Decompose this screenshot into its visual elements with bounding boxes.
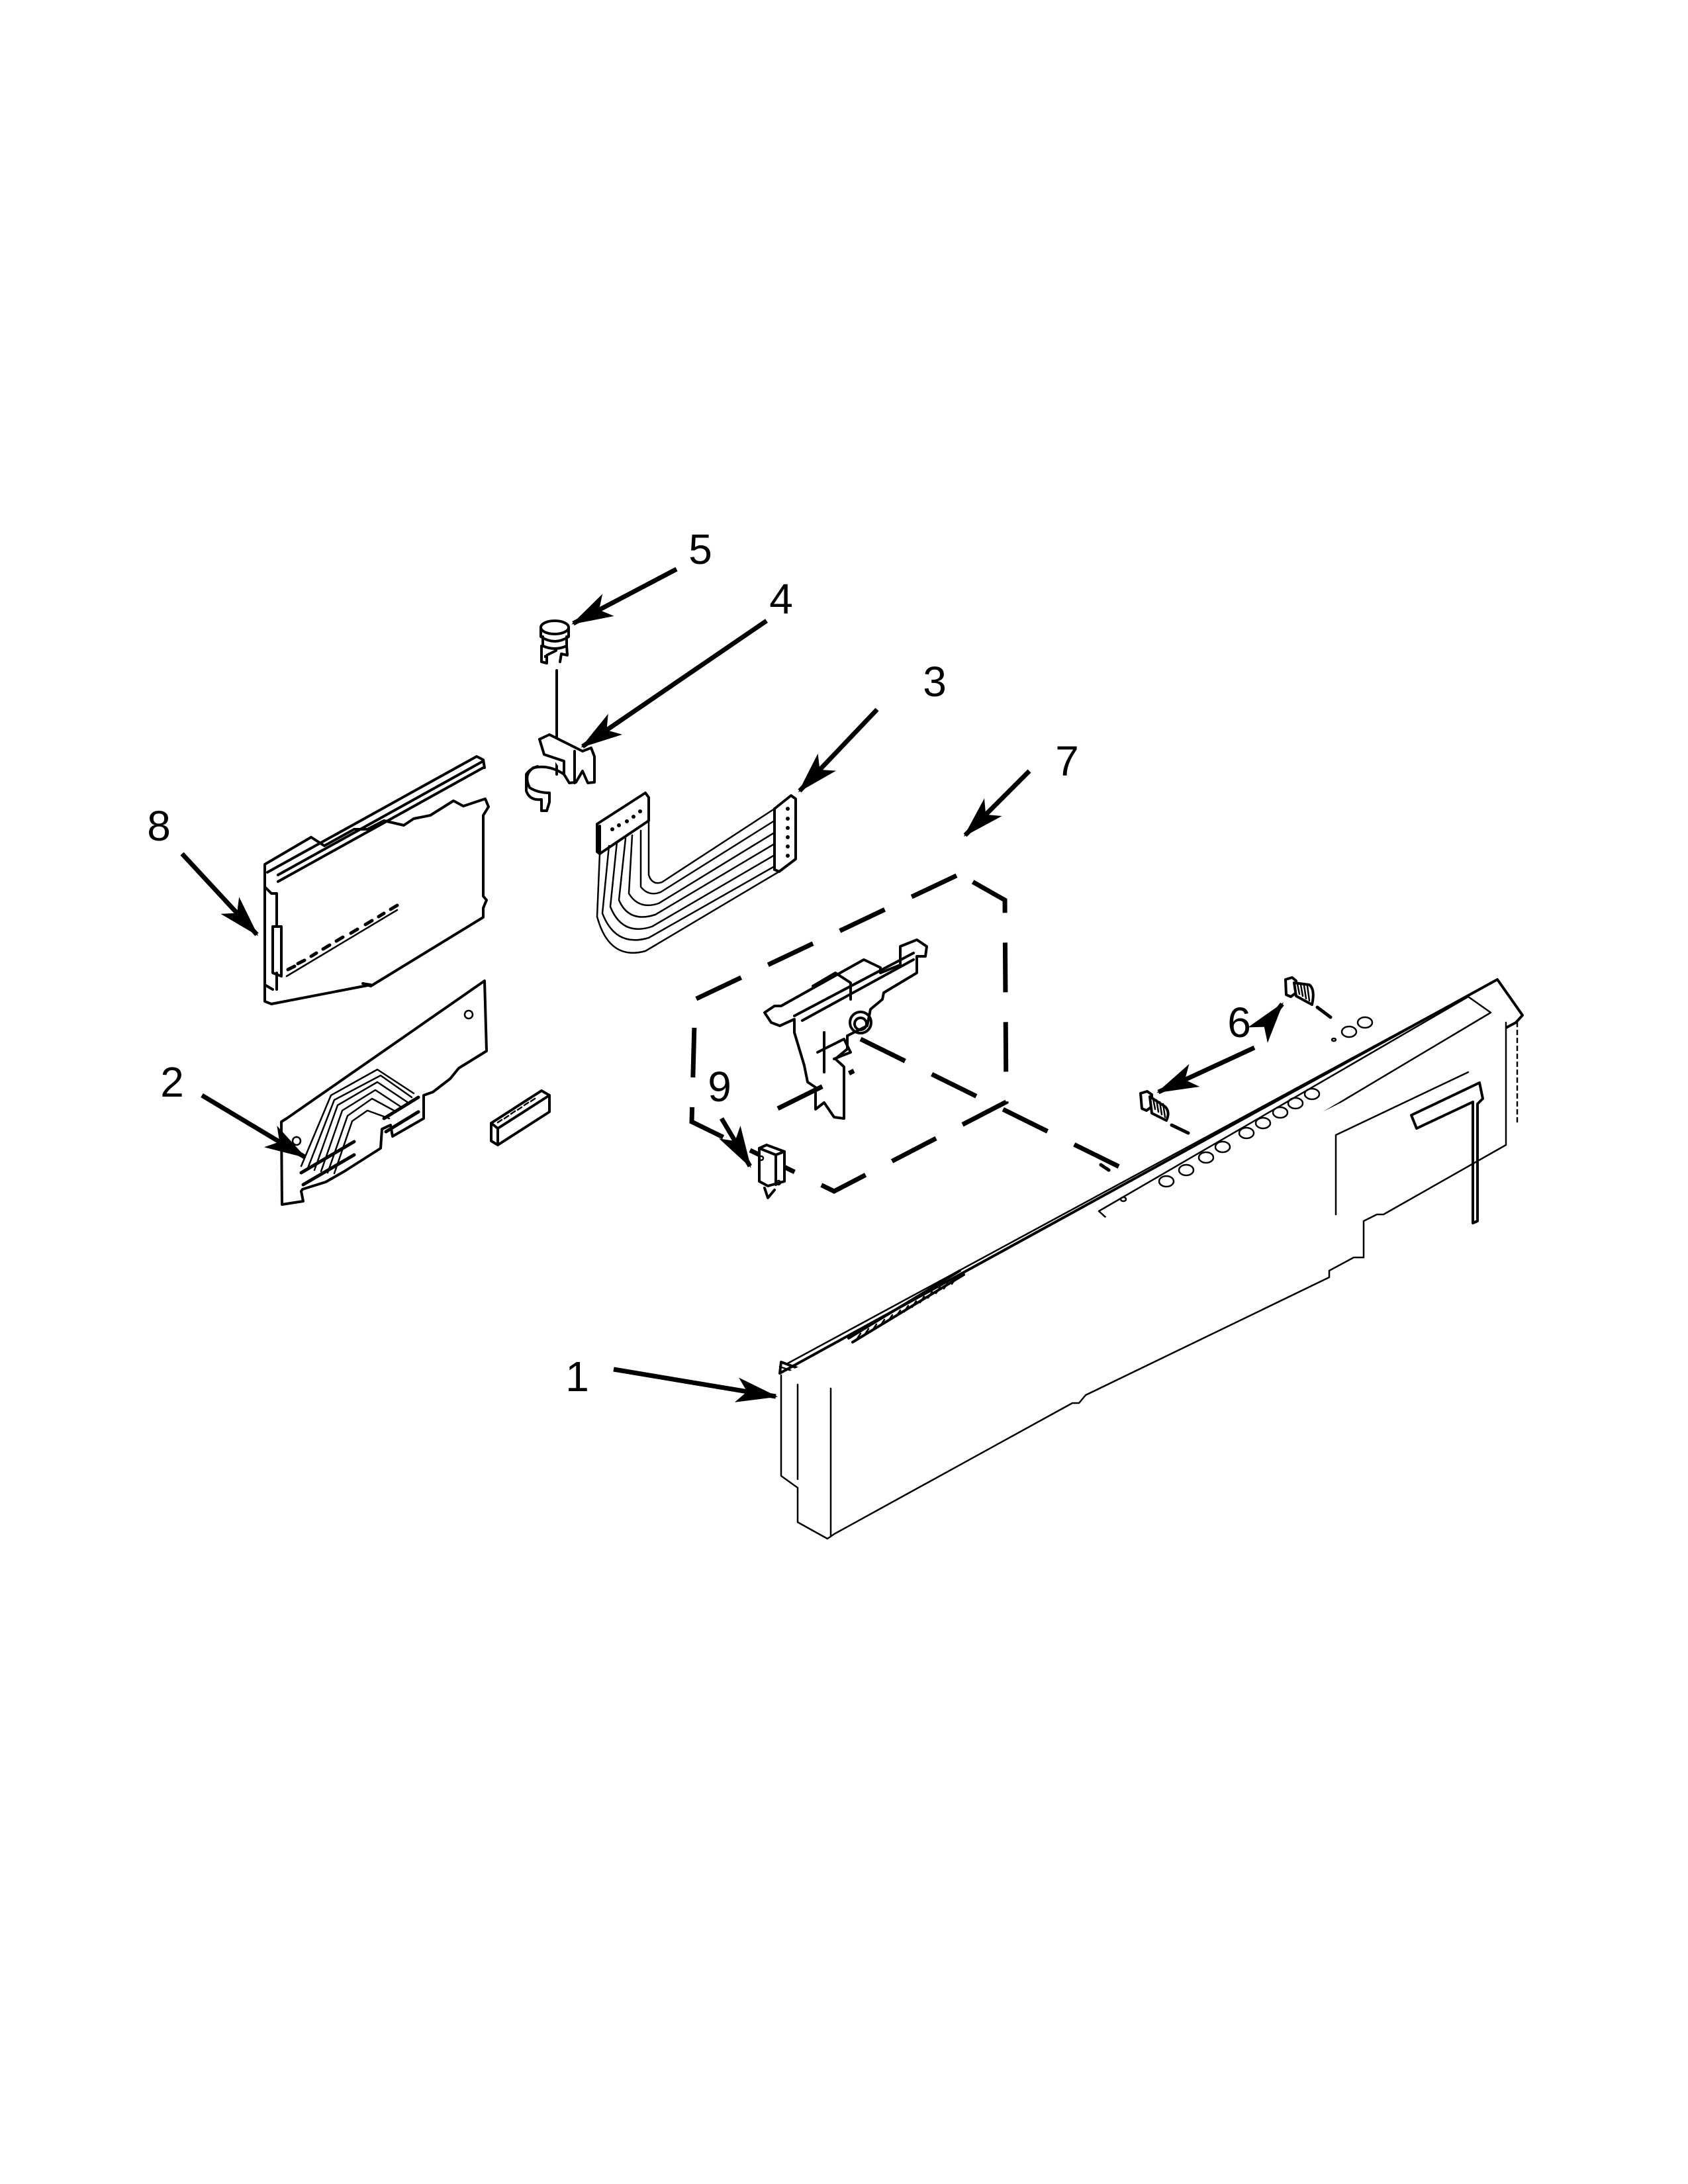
arrow-6b [1156,1045,1256,1095]
arrow-3 [798,707,879,793]
part-2-ui-board-icon [280,979,551,1206]
arrow-6a [1248,1002,1284,1043]
part-7-latch-icon [763,938,928,1120]
arrow-2 [201,1093,306,1160]
arrow-9 [719,1117,753,1168]
part-2-side-connector [490,1089,551,1146]
part-6-screw-lower-icon [1099,1090,1190,1172]
part-7-latch-group [689,873,1123,1194]
callout-6: 6 [1227,999,1251,1046]
callout-arrows [180,567,1284,1402]
arrow-8 [180,852,259,936]
callout-4: 4 [769,575,793,623]
part-3-ribbon-harness-icon [596,792,797,954]
part-8-connector-pins [285,903,399,978]
part-1-console-panel-icon [778,978,1524,1540]
part-4-clip-icon [525,733,596,812]
part-6-screw-upper-icon [1284,976,1333,1019]
callout-9: 9 [708,1063,731,1111]
callout-2: 2 [160,1058,184,1106]
vent-slots-icon [847,1269,965,1343]
button-holes-icon [1119,1016,1374,1203]
callout-3: 3 [923,658,947,705]
arrow-7 [963,769,1031,837]
arrow-5 [571,567,678,626]
callout-8: 8 [147,802,171,850]
arrow-1 [613,1367,778,1402]
part-5-sensor-icon [539,619,570,776]
part-8-control-board-icon [263,755,490,1005]
callout-7: 7 [1055,737,1079,785]
callout-5: 5 [688,525,712,573]
part-9-micro-switch-icon [758,1144,786,1199]
arrow-4 [581,619,768,749]
callout-1: 1 [565,1353,589,1400]
